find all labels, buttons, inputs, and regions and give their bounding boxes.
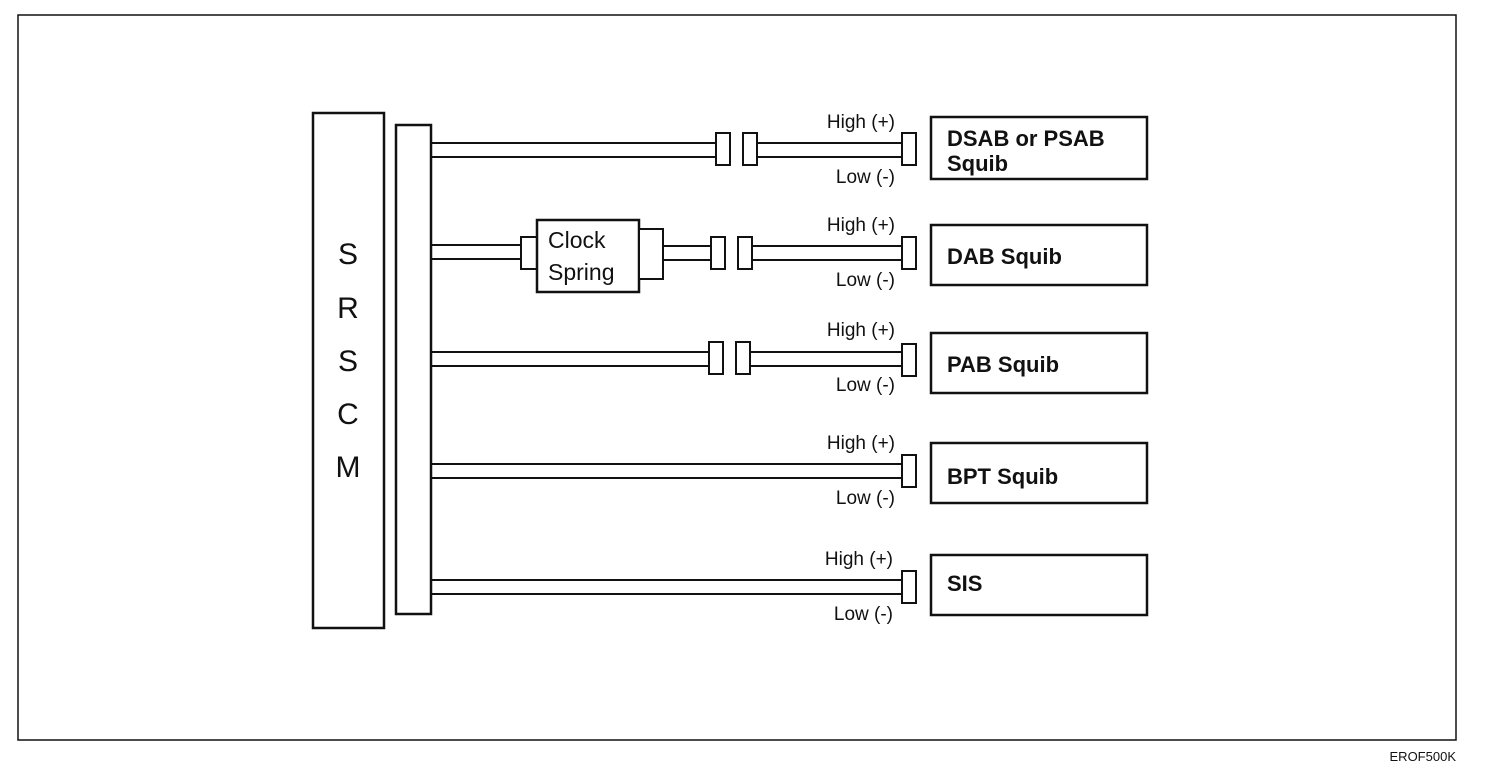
inline-connector-right <box>735 341 751 375</box>
device-label: PAB Squib <box>947 352 1059 377</box>
squib-connector <box>901 132 917 166</box>
srscm-letter-5: M <box>336 451 361 484</box>
squib-connector <box>901 454 917 488</box>
device-label: DSAB or PSAB <box>947 126 1105 151</box>
clock-spring-connector-left <box>520 236 538 270</box>
srscm-letter-2: R <box>337 292 359 325</box>
inline-connector-left <box>715 132 731 166</box>
high-label: High (+) <box>827 215 895 236</box>
device-box <box>929 223 1149 287</box>
srscm-letter-3: S <box>338 345 358 378</box>
device-label: DAB Squib <box>947 244 1062 269</box>
high-label: High (+) <box>827 433 895 454</box>
srscm-letter-1: S <box>338 238 358 271</box>
low-label: Low (-) <box>836 167 895 188</box>
low-label: Low (-) <box>836 375 895 396</box>
high-label: High (+) <box>825 549 893 570</box>
figure-code: EROF500K <box>1390 749 1457 764</box>
circuit-5: High (+) Low (-) SIS <box>431 549 1149 625</box>
srscm-box <box>311 111 386 630</box>
srscm-module: S R S C M <box>311 111 386 630</box>
device-box <box>929 553 1149 617</box>
squib-connector <box>901 570 917 604</box>
srscm-letter-4: C <box>337 398 359 431</box>
circuit-1: High (+) Low (-) DSAB or PSAB Squib <box>431 112 1149 188</box>
device-box <box>929 441 1149 505</box>
device-label-line2: Squib <box>947 151 1008 176</box>
squib-connector <box>901 236 917 270</box>
low-label: Low (-) <box>836 488 895 509</box>
device-label: BPT Squib <box>947 464 1058 489</box>
circuit-4: High (+) Low (-) BPT Squib <box>431 433 1149 509</box>
inline-connector-left <box>708 341 724 375</box>
clock-spring-connector-right <box>638 228 664 280</box>
device-box <box>929 115 1149 181</box>
inline-connector-right <box>737 236 753 270</box>
high-label: High (+) <box>827 320 895 341</box>
srscm-connector-bar <box>394 123 433 616</box>
circuit-2: Clock Spring High (+) Low (-) DAB Squib <box>431 215 1149 294</box>
diagram-frame <box>17 14 1457 741</box>
squib-connector <box>901 343 917 377</box>
clock-spring-label-line2: Spring <box>548 259 614 285</box>
low-label: Low (-) <box>834 604 893 625</box>
circuit-3: High (+) Low (-) PAB Squib <box>431 320 1149 396</box>
clock-spring-label-line1: Clock <box>548 227 606 253</box>
inline-connector-right <box>742 132 758 166</box>
low-label: Low (-) <box>836 270 895 291</box>
device-label: SIS <box>947 571 982 596</box>
high-label: High (+) <box>827 112 895 133</box>
device-box <box>929 331 1149 395</box>
inline-connector-left <box>710 236 726 270</box>
